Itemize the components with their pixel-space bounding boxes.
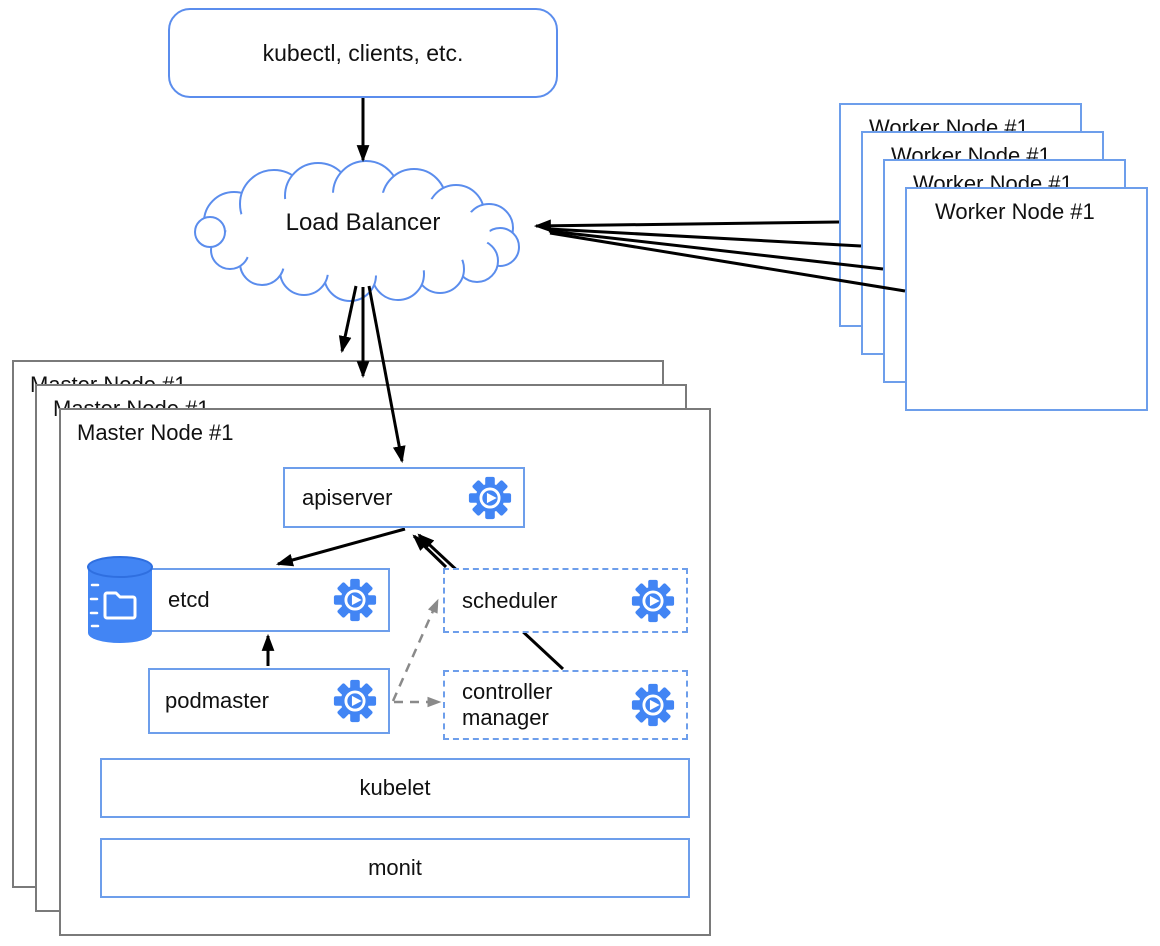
apiserver-label: apiserver	[302, 484, 393, 510]
gear-play-icon	[630, 682, 676, 728]
folder-icon	[103, 591, 137, 620]
podmaster-node: podmaster	[148, 668, 390, 734]
load-balancer-label: Load Balancer	[285, 209, 441, 236]
worker-node-title: Worker Node #1	[935, 199, 1095, 224]
gear-play-icon	[630, 578, 676, 624]
gear-play-icon	[332, 678, 378, 724]
edge-lb-to-master-back	[338, 285, 358, 354]
kubelet-label: kubelet	[359, 775, 431, 800]
etcd-label: etcd	[168, 587, 210, 612]
apiserver-node: apiserver	[283, 467, 525, 528]
kubelet-node: kubelet	[100, 758, 690, 818]
clients-label: kubectl, clients, etc.	[262, 39, 464, 66]
worker-node-stack-1: Worker Node #1	[905, 187, 1148, 411]
scheduler-node: scheduler	[443, 568, 688, 633]
controller-manager-node: controller manager	[443, 670, 688, 740]
etcd-node: etcd	[148, 568, 390, 632]
master-node-title: Master Node #1	[77, 420, 234, 445]
monit-node: monit	[100, 838, 690, 898]
gear-play-icon	[467, 475, 513, 521]
podmaster-label: podmaster	[165, 688, 269, 713]
controller-manager-label: controller manager	[462, 679, 553, 730]
database-icon	[87, 556, 153, 643]
scheduler-label: scheduler	[462, 587, 558, 613]
gear-play-icon	[332, 577, 378, 623]
clients-node: kubectl, clients, etc.	[168, 8, 558, 98]
monit-label: monit	[368, 855, 422, 880]
